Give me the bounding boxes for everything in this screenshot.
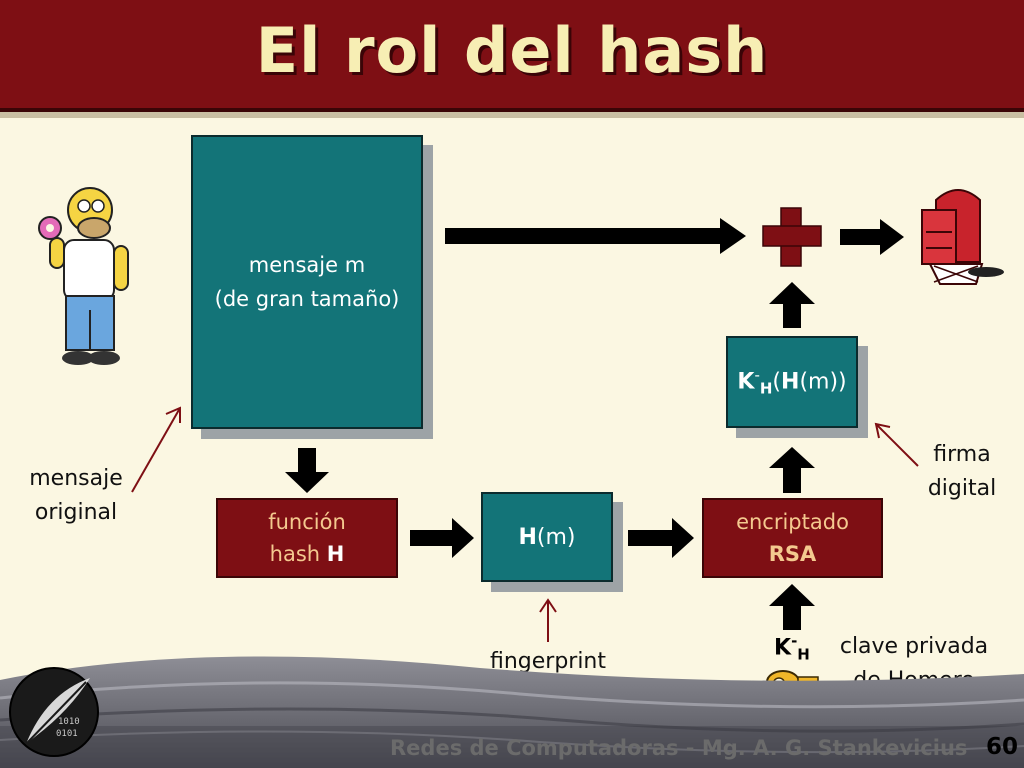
page-number: 60 bbox=[986, 734, 1019, 760]
signature-rest: (m)) bbox=[799, 369, 847, 395]
plus-icon bbox=[762, 207, 822, 267]
hash-value-h: H bbox=[518, 524, 537, 550]
hash-value-text: H(m) bbox=[518, 525, 575, 550]
signature-open: ( bbox=[772, 369, 782, 395]
annotation-arrows bbox=[131, 406, 919, 642]
svg-text:1010: 1010 bbox=[58, 717, 80, 727]
fingerprint-label: fingerprint bbox=[489, 649, 607, 674]
hash-value-rest: (m) bbox=[536, 524, 576, 550]
up-arrow-key bbox=[769, 584, 815, 630]
key-label: K-H bbox=[774, 632, 810, 664]
hash-value-box: H(m) bbox=[481, 492, 613, 582]
mailbox-icon bbox=[921, 189, 1004, 285]
message-box-line2: (de gran tamaño) bbox=[214, 287, 400, 311]
key-label-sup: - bbox=[791, 632, 798, 650]
signature-h: H bbox=[781, 369, 800, 395]
right-arrow-hash bbox=[410, 518, 474, 558]
signature-text: K-H(H(m)) bbox=[737, 366, 846, 398]
hash-function-line2: hash H bbox=[270, 538, 345, 570]
up-arrow-signature bbox=[769, 282, 815, 328]
encryption-line2: RSA bbox=[768, 542, 817, 566]
homer-figure-icon bbox=[38, 187, 129, 365]
hash-function-line1: función bbox=[268, 510, 346, 534]
message-box: mensaje m (de gran tamaño) bbox=[191, 135, 423, 429]
down-arrow-message bbox=[285, 448, 329, 493]
original-message-line2: original bbox=[34, 500, 118, 525]
key-label-sub: H bbox=[797, 645, 810, 664]
signature-sub: H bbox=[759, 379, 773, 398]
signature-box: K-H(H(m)) bbox=[726, 336, 858, 428]
mailbox-arrow bbox=[840, 219, 904, 255]
original-message-line1: mensaje bbox=[29, 466, 123, 491]
hash-function-box: función hash H bbox=[216, 498, 398, 578]
signature-sup: - bbox=[754, 366, 760, 385]
footer-texture bbox=[0, 656, 1024, 768]
signature-k: K bbox=[737, 369, 755, 395]
slide-title: El rol del hash bbox=[255, 14, 769, 87]
hash-function-prefix: hash bbox=[269, 542, 327, 566]
footer-text: Redes de Computadoras - Mg. A. G. Stanke… bbox=[390, 736, 968, 760]
header-shadow bbox=[0, 112, 1024, 118]
digital-signature-label: firma digital bbox=[910, 438, 1014, 506]
original-message-label: mensaje original bbox=[16, 462, 136, 530]
feather-logo-icon: 1010 0101 bbox=[9, 667, 99, 757]
up-arrow-encrypt bbox=[769, 447, 815, 493]
key-label-k: K bbox=[774, 635, 792, 661]
encryption-box: encriptado RSA bbox=[702, 498, 883, 578]
svg-text:0101: 0101 bbox=[56, 729, 78, 739]
digital-signature-line2: digital bbox=[927, 476, 997, 501]
top-arrow bbox=[445, 218, 746, 254]
digital-signature-line1: firma bbox=[933, 442, 991, 467]
hash-function-h: H bbox=[326, 542, 345, 566]
right-arrow-encrypt bbox=[628, 518, 694, 558]
title-bar bbox=[0, 0, 1024, 112]
encryption-line1: encriptado bbox=[736, 510, 849, 534]
message-box-line1: mensaje m bbox=[248, 253, 366, 277]
private-key-line1: clave privada bbox=[839, 634, 989, 659]
